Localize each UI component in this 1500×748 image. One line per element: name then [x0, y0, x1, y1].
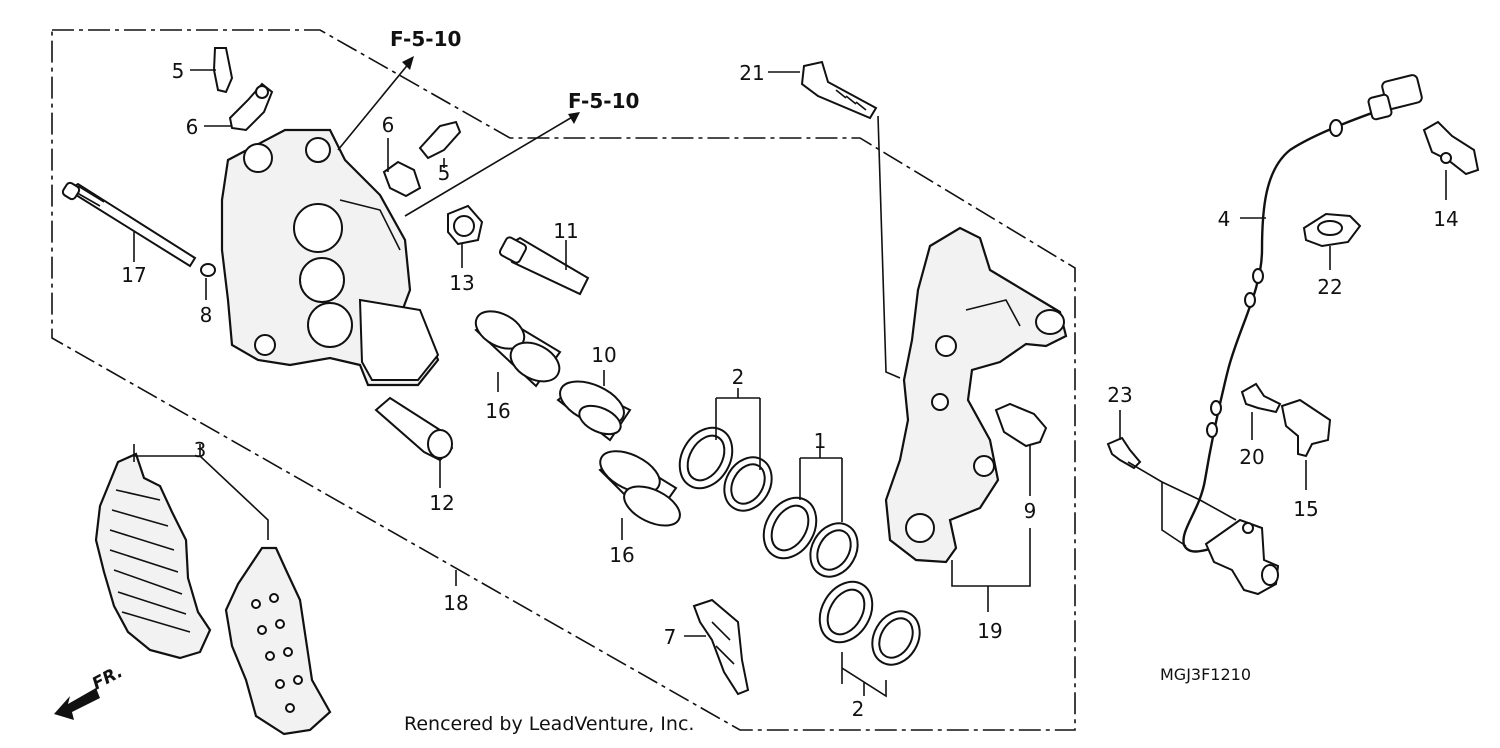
bolt-23[interactable]	[1106, 436, 1142, 470]
label-part-20: 20	[1239, 445, 1264, 469]
bolt-21[interactable]	[800, 60, 878, 120]
bleeder-cap-6-lower[interactable]	[382, 160, 422, 198]
label-part-7: 7	[664, 625, 677, 649]
label-part-1: 1	[814, 429, 827, 453]
bleeder-cap-6-upper[interactable]	[228, 82, 274, 132]
clamp-22[interactable]	[1302, 212, 1362, 248]
label-part-13: 13	[449, 271, 474, 295]
label-part-2-lower: 2	[852, 697, 865, 721]
label-part-3: 3	[194, 438, 207, 462]
caliper-body[interactable]	[220, 128, 440, 387]
brake-pad-3-back[interactable]	[224, 546, 332, 736]
front-direction-arrow: FR.	[54, 662, 126, 720]
caliper-bracket-19[interactable]	[884, 226, 1068, 564]
label-part-14: 14	[1433, 207, 1458, 231]
piston-16-lower[interactable]	[594, 443, 686, 534]
seal-1-b[interactable]	[801, 515, 867, 585]
label-part-5-lower: 5	[438, 161, 451, 185]
label-part-23: 23	[1107, 383, 1132, 407]
sensor-stay-15[interactable]	[1280, 398, 1332, 458]
brake-pad-3-front[interactable]	[94, 452, 212, 660]
label-part-6-upper: 6	[186, 115, 199, 139]
piston-16-upper[interactable]	[470, 304, 566, 390]
abs-sensor-cable-4[interactable]	[1182, 74, 1423, 553]
label-part-2-upper: 2	[732, 365, 745, 389]
caliper-assembly-boundary	[51, 29, 1076, 731]
reference-labels: F-5-10 F-5-10	[390, 27, 639, 113]
arrowheads	[402, 56, 580, 124]
label-part-4: 4	[1218, 207, 1231, 231]
seal-2-upper-a[interactable]	[669, 418, 743, 497]
pad-spring-7[interactable]	[692, 598, 750, 696]
bleeder-screw-5-lower[interactable]	[418, 120, 462, 160]
abs-sensor-head[interactable]	[1204, 518, 1280, 596]
pin-12[interactable]	[374, 396, 454, 462]
piston-10[interactable]	[554, 373, 632, 442]
label-part-16-upper: 16	[485, 399, 510, 423]
bracket-14[interactable]	[1422, 120, 1480, 176]
bleeder-screw-5-upper[interactable]	[212, 47, 234, 94]
label-part-10: 10	[591, 343, 616, 367]
part-number-labels: 1 2 2 3 4 5 5 6 6 7 8 9 10 11 12 13 14 1…	[121, 59, 1458, 721]
retainer-clip-9[interactable]	[994, 402, 1048, 448]
clip-8[interactable]	[200, 263, 216, 277]
label-part-21: 21	[739, 61, 764, 85]
reference-label-upper: F-5-10	[390, 27, 461, 51]
reference-label-lower: F-5-10	[568, 89, 639, 113]
label-part-8: 8	[200, 303, 213, 327]
pin-bolt-11[interactable]	[499, 236, 590, 296]
label-part-19: 19	[977, 619, 1002, 643]
label-part-15: 15	[1293, 497, 1318, 521]
credit-text: Rencered by LeadVenture, Inc.	[404, 713, 694, 735]
bolt-20[interactable]	[1240, 382, 1282, 414]
label-part-18: 18	[443, 591, 468, 615]
pin-17[interactable]	[61, 181, 197, 268]
leader-lines	[133, 61, 1447, 698]
label-part-9: 9	[1024, 499, 1037, 523]
label-part-17: 17	[121, 263, 146, 287]
diagram-code: MGJ3F1210	[1160, 665, 1251, 684]
label-part-12: 12	[429, 491, 454, 515]
label-part-11: 11	[553, 219, 578, 243]
seal-2-lower-b[interactable]	[863, 603, 929, 673]
label-part-16-lower: 16	[609, 543, 634, 567]
label-part-22: 22	[1317, 275, 1342, 299]
label-part-6-lower: 6	[382, 113, 395, 137]
boot-13[interactable]	[447, 204, 484, 246]
seal-2-lower-a[interactable]	[809, 572, 883, 651]
label-part-5-upper: 5	[172, 59, 185, 83]
seal-1-a[interactable]	[753, 488, 827, 567]
seal-2-upper-b[interactable]	[715, 449, 781, 519]
